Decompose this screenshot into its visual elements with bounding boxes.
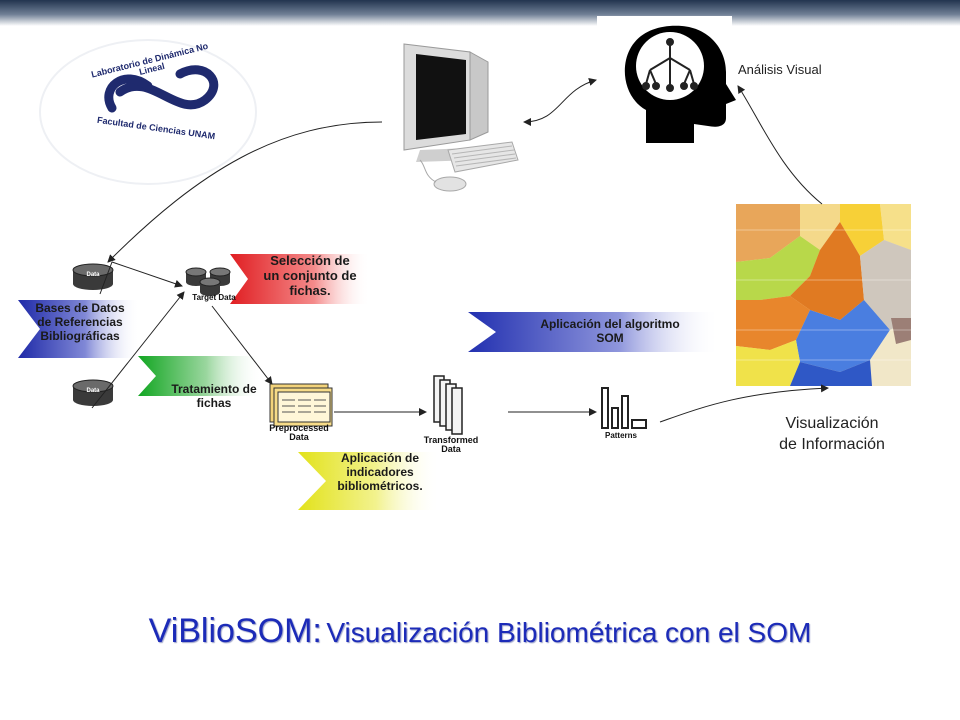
arrow-patterns-to-som bbox=[659, 384, 829, 423]
data-cylinder-bottom bbox=[72, 379, 114, 406]
som-map-image bbox=[736, 204, 911, 386]
label-analisis-visual: Análisis Visual bbox=[738, 62, 822, 77]
computer-icon bbox=[382, 34, 524, 192]
label-seleccion: Selección de un conjunto de fichas. bbox=[263, 253, 357, 298]
node-label-patterns: Patterns bbox=[604, 431, 637, 440]
label-bases: Bases de Datos de Referencias Bibliográf… bbox=[35, 301, 125, 343]
target-data-icon bbox=[185, 267, 231, 296]
label-visualizacion: Visualización de Información bbox=[779, 415, 885, 453]
banner-algoritmo bbox=[468, 312, 720, 352]
arrow-bottom-data-to-target bbox=[91, 291, 185, 409]
banner-seleccion bbox=[230, 254, 370, 304]
head-icon bbox=[597, 16, 736, 143]
arrow-top-data-down bbox=[99, 261, 113, 295]
slide-title: ViBlioSOM: Visualización Bibliométrica c… bbox=[0, 612, 960, 651]
node-label-data-top: Data bbox=[86, 272, 100, 278]
arrow-som-to-head bbox=[737, 85, 823, 205]
transformed-data-icon bbox=[433, 375, 463, 435]
arrow-computer-to-data bbox=[107, 121, 383, 263]
banner-indicadores bbox=[298, 452, 440, 510]
label-algoritmo: Aplicación del algoritmo SOM bbox=[540, 317, 680, 345]
arrow-data-to-target bbox=[111, 261, 183, 288]
logo bbox=[39, 39, 257, 185]
title-sub: Visualización Bibliométrica con el SOM bbox=[326, 617, 812, 648]
label-indicadores: Aplicación de indicadores bibliométricos… bbox=[337, 451, 423, 493]
arrow-target-to-preprocessed bbox=[211, 305, 273, 385]
arrow-head-to-computer bbox=[523, 78, 597, 126]
node-label-preprocessed: Preprocessed Data bbox=[269, 423, 329, 443]
label-tratamiento: Tratamiento de fichas bbox=[171, 382, 257, 410]
banner-bases bbox=[18, 300, 140, 358]
data-cylinder-top bbox=[72, 263, 114, 290]
banner-tratamiento bbox=[138, 356, 262, 396]
preprocessed-data-icon bbox=[269, 383, 333, 427]
patterns-icon bbox=[601, 387, 647, 429]
node-label-target: Target Data bbox=[192, 293, 236, 302]
node-label-data-bottom: Data bbox=[86, 388, 100, 394]
node-label-transformed: Transformed Data bbox=[423, 435, 479, 455]
top-bar bbox=[0, 0, 960, 26]
title-main: ViBlioSOM: bbox=[148, 612, 322, 650]
flow-arrows bbox=[91, 78, 829, 423]
